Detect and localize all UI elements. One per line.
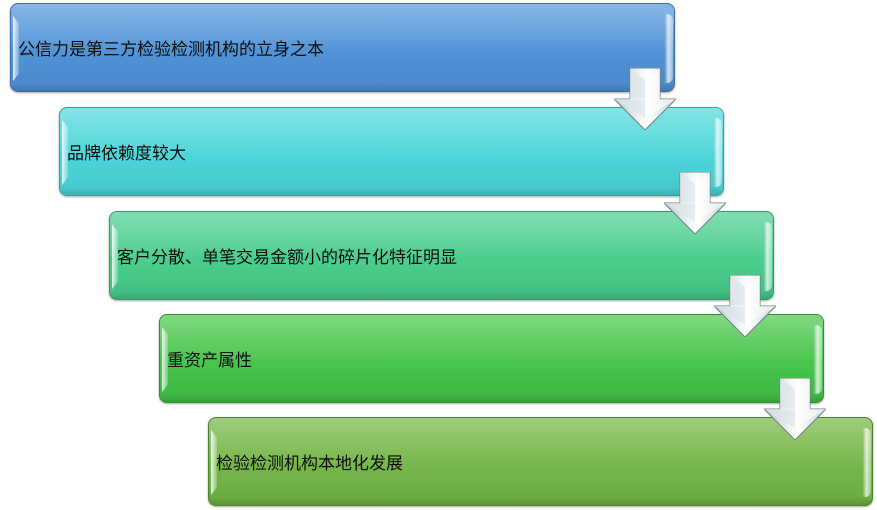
box-shadow-edge <box>209 497 872 505</box>
bevel-left <box>211 430 217 495</box>
step-label: 检验检测机构本地化发展 <box>216 454 403 474</box>
step-label: 品牌依赖度较大 <box>67 144 186 164</box>
down-arrow-icon <box>714 275 776 337</box>
bevel-left <box>13 16 19 81</box>
box-shadow-edge <box>110 291 773 299</box>
bevel-right <box>763 222 772 291</box>
bevel-right <box>664 14 673 83</box>
box-highlight <box>110 212 773 256</box>
down-arrow-icon <box>764 378 826 440</box>
bevel-left <box>162 327 168 392</box>
down-arrow-icon <box>614 68 676 130</box>
bevel-left <box>112 224 118 289</box>
step-label: 公信力是第三方检验检测机构的立身之本 <box>18 40 324 60</box>
down-arrow-icon <box>664 172 726 234</box>
step-box-2: 品牌依赖度较大 <box>59 107 724 196</box>
box-highlight <box>11 4 674 48</box>
bevel-right <box>813 325 822 394</box>
step-box-3: 客户分散、单笔交易金额小的碎片化特征明显 <box>109 211 774 300</box>
step-label: 客户分散、单笔交易金额小的碎片化特征明显 <box>117 248 457 268</box>
box-shadow-edge <box>60 187 723 195</box>
step-box-1: 公信力是第三方检验检测机构的立身之本 <box>10 3 675 92</box>
box-highlight <box>160 315 823 359</box>
step-box-5: 检验检测机构本地化发展 <box>208 417 873 506</box>
bevel-right <box>713 118 722 187</box>
bevel-right <box>862 428 871 497</box>
box-highlight <box>209 418 872 462</box>
box-shadow-edge <box>160 394 823 402</box>
bevel-left <box>62 120 68 185</box>
step-box-4: 重资产属性 <box>159 314 824 403</box>
step-label: 重资产属性 <box>167 351 252 371</box>
box-shadow-edge <box>11 83 674 91</box>
box-highlight <box>60 108 723 152</box>
